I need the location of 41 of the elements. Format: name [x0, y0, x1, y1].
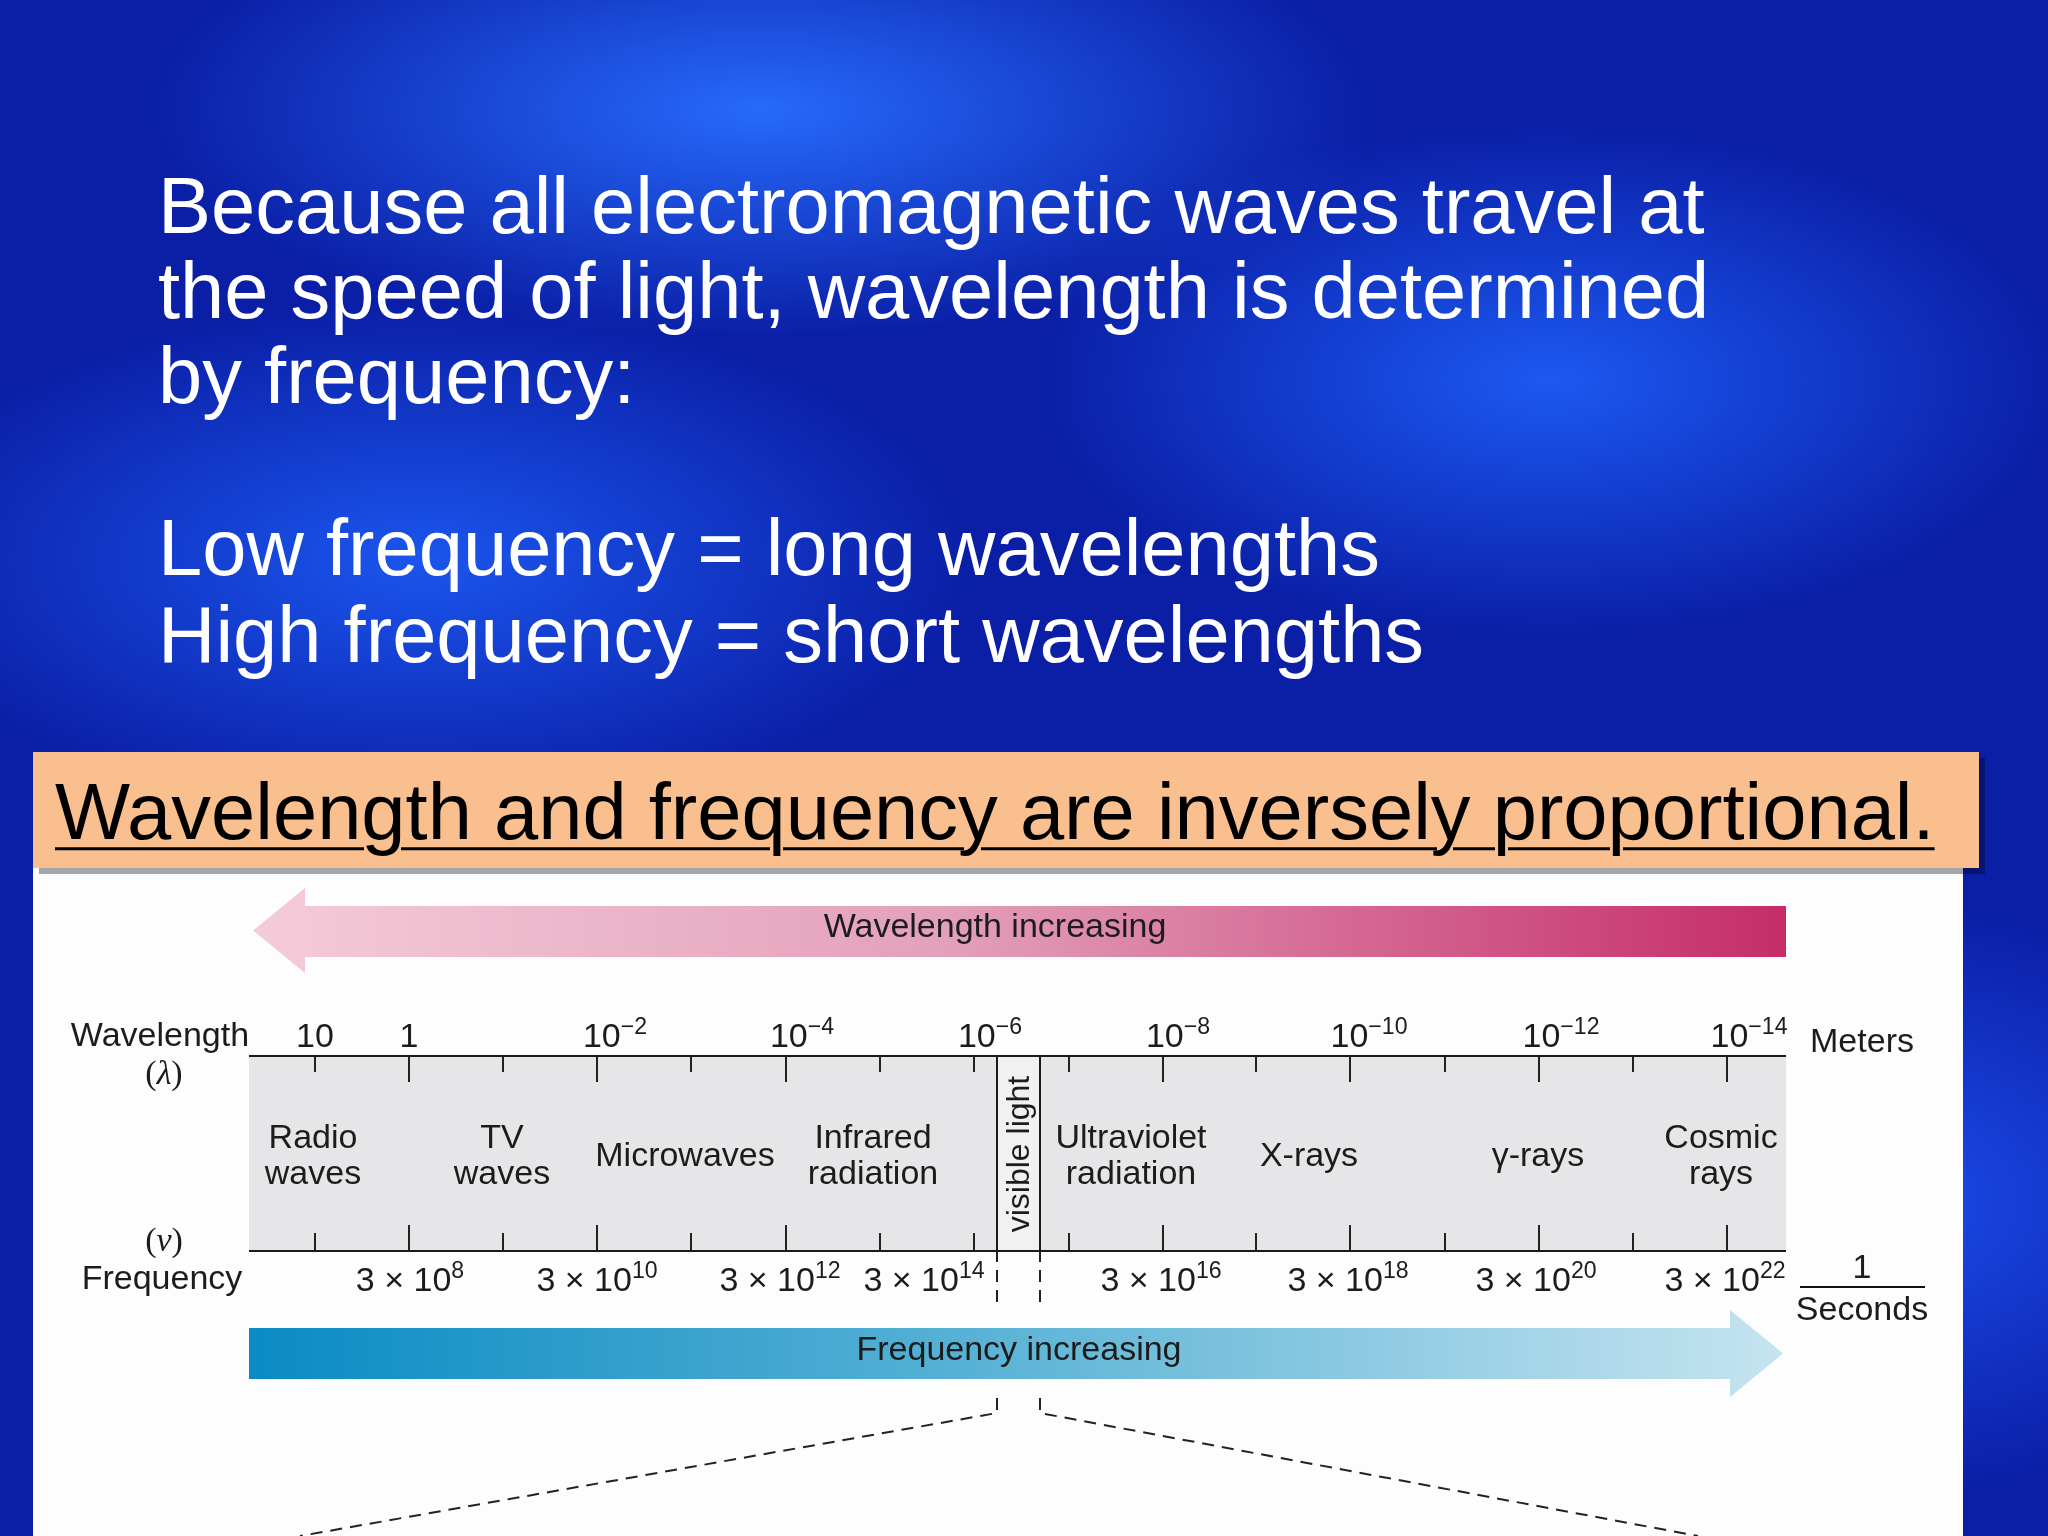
axis-title: Frequency: [81, 1260, 243, 1296]
region-label: TV waves: [452, 1119, 552, 1191]
scale-value: 3 × 10$^{22}$: [1664, 1262, 1786, 1298]
strip-label: visible light: [1001, 1075, 1036, 1232]
scale-value: 10$^{−2}$: [582, 1018, 648, 1054]
region-label: Radio waves: [263, 1119, 363, 1191]
unit-label: 1: [1852, 1249, 1872, 1285]
scale-value: 3 × 10$^{14}$: [863, 1262, 985, 1298]
arrow-label: Frequency increasing: [856, 1331, 1182, 1367]
scale-value: 3 × 10$^{16}$: [1100, 1262, 1222, 1298]
scale-value: 3 × 10$^{20}$: [1475, 1262, 1597, 1298]
banner: [33, 752, 1979, 868]
body-text: High frequency = short wavelengths: [158, 593, 1425, 677]
scale-value: 10$^{−8}$: [1145, 1018, 1211, 1054]
heading-text: Because all electromagnetic waves travel at the speed of light, wavelength is determined by frequency:: [158, 163, 1711, 418]
visible-light-strip: [996, 1057, 1041, 1250]
scale-value: 10: [296, 1018, 334, 1054]
banner-text: Wavelength and frequency are inversely proportional.: [55, 770, 1935, 854]
scale-value: 3 × 10$^{10}$: [536, 1262, 658, 1298]
scale-value: 1: [399, 1018, 419, 1054]
arrow-label: Wavelength increasing: [823, 908, 1167, 944]
unit-label: Meters: [1810, 1023, 1914, 1059]
region-label: γ-rays: [1490, 1137, 1586, 1173]
scale-value: 10$^{−12}$: [1522, 1018, 1600, 1054]
region-label: Cosmic rays: [1663, 1119, 1779, 1191]
region-label: Ultraviolet radiation: [1054, 1119, 1208, 1191]
region-label: Infrared radiation: [806, 1119, 940, 1191]
scale-value: 10$^{−4}$: [769, 1018, 835, 1054]
scale-value: 3 × 10$^{8}$: [355, 1262, 465, 1298]
scale-value: 3 × 10$^{12}$: [719, 1262, 841, 1298]
region-label: Microwaves: [594, 1137, 776, 1173]
scale-value: 3 × 10$^{18}$: [1287, 1262, 1409, 1298]
region-label: X-rays: [1258, 1137, 1360, 1173]
scale-value: 10$^{−10}$: [1330, 1018, 1408, 1054]
scale-value: 10$^{−14}$: [1710, 1018, 1788, 1054]
axis-symbol: (ν): [145, 1222, 183, 1258]
scale-value: 10$^{−6}$: [957, 1018, 1023, 1054]
axis-title: Wavelength: [70, 1017, 250, 1053]
unit-label: Seconds: [1795, 1291, 1929, 1327]
axis-symbol: (λ): [145, 1055, 183, 1091]
body-text: Low frequency = long wavelengths: [158, 506, 1380, 590]
